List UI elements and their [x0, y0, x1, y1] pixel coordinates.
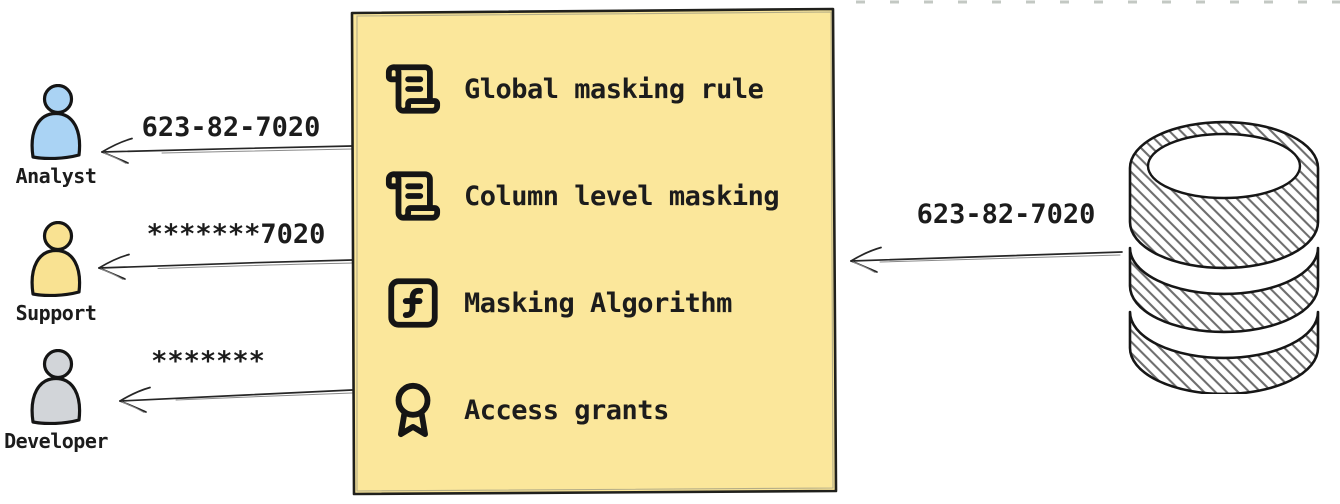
persona-label: Developer	[4, 429, 108, 453]
person-icon	[30, 221, 82, 297]
masking-rules-box: Global masking rule Column level masking…	[348, 6, 840, 496]
persona-label: Support	[15, 301, 97, 325]
database-bottom-band	[1128, 310, 1320, 394]
value-to-support: *******7020	[146, 219, 326, 250]
function-square-icon	[388, 278, 438, 328]
database-middle-band	[1128, 246, 1320, 334]
scroll-text-icon	[385, 64, 441, 114]
person-icon	[30, 349, 82, 425]
value-to-developer: *******	[151, 346, 265, 377]
value-to-analyst: 623-82-7020	[141, 112, 321, 143]
arrow-to-analyst	[101, 137, 353, 164]
masking-item-label: Masking Algorithm	[464, 287, 732, 319]
persona-analyst: Analyst	[0, 84, 112, 188]
scroll-text-icon	[385, 171, 441, 221]
award-icon	[395, 382, 431, 438]
masking-item-access-grants: Access grants	[384, 379, 669, 441]
masking-item-global-rule: Global masking rule	[384, 58, 764, 120]
arrow-db-to-maskbox	[850, 246, 1123, 273]
masking-item-column-level: Column level masking	[384, 165, 780, 227]
value-from-database: 623-82-7020	[916, 199, 1096, 230]
person-icon	[30, 84, 82, 160]
database-icon	[1128, 120, 1320, 394]
masking-item-label: Access grants	[464, 394, 669, 426]
persona-label: Analyst	[15, 164, 97, 188]
arrow-to-support	[98, 253, 353, 280]
arrow-to-developer	[119, 386, 353, 413]
masking-item-label: Global masking rule	[464, 73, 764, 105]
persona-support: Support	[0, 221, 112, 325]
persona-developer: Developer	[0, 349, 112, 453]
masking-box-frame	[350, 7, 838, 496]
database-opening	[1146, 132, 1302, 200]
masking-item-algorithm: Masking Algorithm	[384, 272, 732, 334]
masking-item-label: Column level masking	[464, 180, 780, 212]
